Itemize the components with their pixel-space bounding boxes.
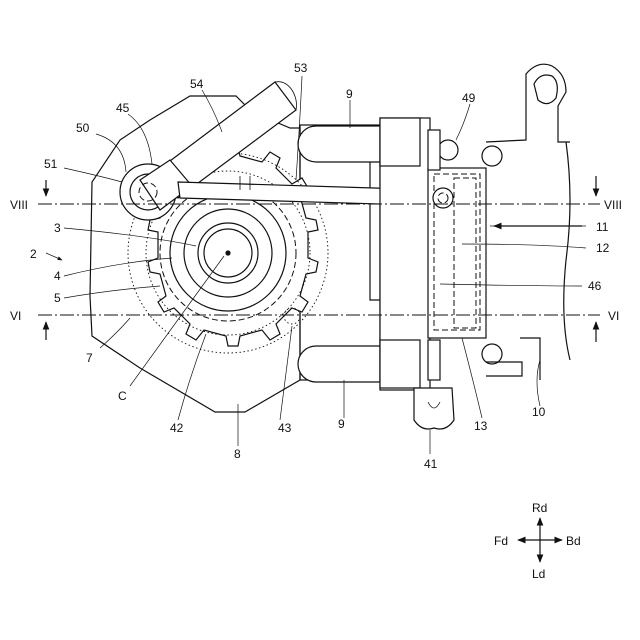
label-49: 49 <box>462 91 476 105</box>
link-end-pin <box>433 188 453 208</box>
compass-down-label: Ld <box>532 567 545 581</box>
label-viii-left: VIII <box>10 198 28 212</box>
label-12: 12 <box>596 241 610 255</box>
center-point-C <box>225 250 230 255</box>
frame-10 <box>486 64 570 142</box>
label-43: 43 <box>278 421 292 435</box>
label-2: 2 <box>30 247 37 261</box>
label-8: 8 <box>234 447 241 461</box>
hose-9-upper <box>298 126 380 162</box>
bolt-top <box>428 130 440 170</box>
label-13: 13 <box>474 419 488 433</box>
label-53: 53 <box>294 61 308 75</box>
bracket-top <box>380 118 420 166</box>
housing-plate <box>300 125 380 380</box>
label-51: 51 <box>44 157 58 171</box>
pin-top-right <box>482 146 502 166</box>
label-45: 45 <box>116 101 130 115</box>
compass-up-label: Rd <box>532 501 547 515</box>
lug-41 <box>414 388 454 429</box>
label-10: 10 <box>532 405 546 419</box>
pin-49 <box>438 140 458 160</box>
label-50: 50 <box>76 121 90 135</box>
label-5: 5 <box>54 291 61 305</box>
hose-9-lower <box>298 346 380 382</box>
pin-bottom-right <box>482 344 502 364</box>
bolt-bottom <box>428 340 440 380</box>
label-3: 3 <box>54 221 61 235</box>
label-9-top: 9 <box>346 87 353 101</box>
compass-right-label: Bd <box>566 534 581 548</box>
label-vi-left: VI <box>10 309 21 323</box>
label-41: 41 <box>424 457 438 471</box>
label-vi-right: VI <box>608 309 619 323</box>
direction-compass: Rd Ld Fd Bd <box>494 501 581 581</box>
label-46: 46 <box>588 279 602 293</box>
label-42: 42 <box>170 421 184 435</box>
label-4: 4 <box>54 269 61 283</box>
bracket-bottom <box>380 340 420 388</box>
label-9-bottom: 9 <box>338 417 345 431</box>
label-54: 54 <box>190 77 204 91</box>
label-viii-right: VIII <box>604 198 622 212</box>
compass-left-label: Fd <box>494 534 508 548</box>
label-C: C <box>118 389 127 403</box>
label-7: 7 <box>86 351 93 365</box>
label-11: 11 <box>596 220 609 234</box>
